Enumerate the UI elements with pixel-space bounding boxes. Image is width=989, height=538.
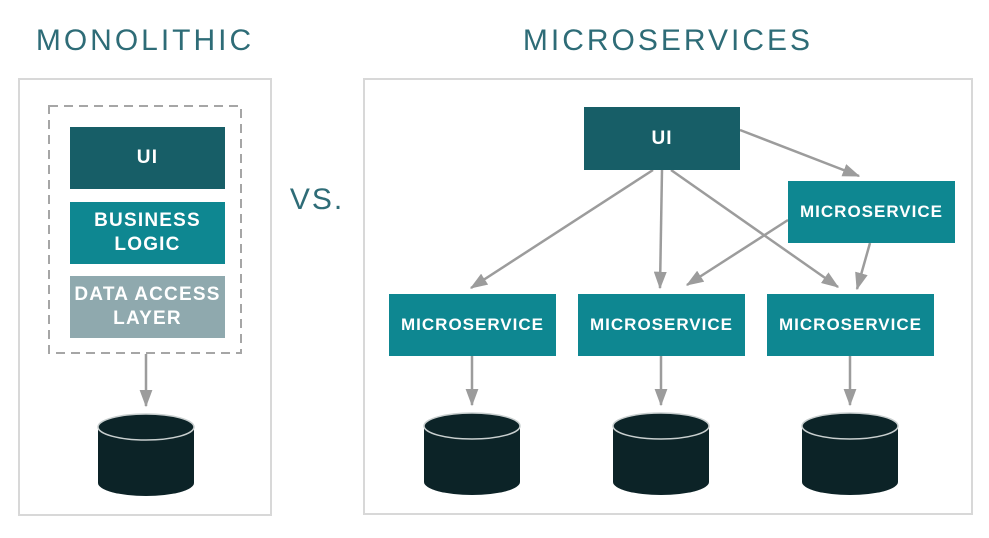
layer-data-access: DATA ACCESS LAYER: [70, 276, 225, 338]
monolith-dashed-boundary: [48, 105, 242, 354]
database-icon: [612, 412, 710, 495]
versus-label: VS.: [289, 183, 345, 216]
monolithic-panel: UI BUSINESS LOGIC DATA ACCESS LAYER: [18, 78, 272, 516]
gateway-microservice-label: MICROSERVICE: [800, 202, 943, 222]
microservices-panel: UI MICROSERVICE MICROSERVICE MICROSERVIC…: [363, 78, 973, 515]
layer-data-access-label: DATA ACCESS: [74, 284, 221, 306]
microservices-ui-label: UI: [651, 127, 673, 149]
layer-ui-label: UI: [136, 147, 159, 169]
layer-business-logic-label: BUSINESS: [94, 210, 201, 232]
arrow-ui-to-service-3: [670, 168, 840, 289]
monolithic-title: MONOLITHIC: [35, 24, 255, 57]
database-icon: [801, 412, 899, 495]
microservice-node-3: MICROSERVICE: [767, 294, 934, 356]
arrow-ui-to-gateway: [739, 128, 861, 178]
microservices-title: MICROSERVICES: [522, 24, 814, 57]
microservice-node-2: MICROSERVICE: [578, 294, 745, 356]
database-icon: [423, 412, 521, 495]
microservice-node-1: MICROSERVICE: [389, 294, 556, 356]
microservice-node-2-label: MICROSERVICE: [590, 315, 733, 335]
microservice-node-1-label: MICROSERVICE: [401, 315, 544, 335]
layer-business-logic: BUSINESS LOGIC: [70, 202, 225, 264]
layer-ui: UI: [70, 127, 225, 189]
microservices-ui-node: UI: [584, 107, 740, 170]
arrow-gateway-to-service-2: [685, 218, 789, 287]
microservice-node-3-label: MICROSERVICE: [779, 315, 922, 335]
arrow-ui-to-service-2: [653, 169, 667, 290]
monolithic-panel-art: [48, 105, 242, 496]
microservices-panel-art: [423, 128, 899, 495]
database-icon: [97, 413, 195, 496]
arrow-gateway-to-service-3: [855, 242, 872, 291]
arrow-ui-to-service-1: [469, 168, 654, 290]
gateway-microservice-node: MICROSERVICE: [788, 181, 955, 243]
